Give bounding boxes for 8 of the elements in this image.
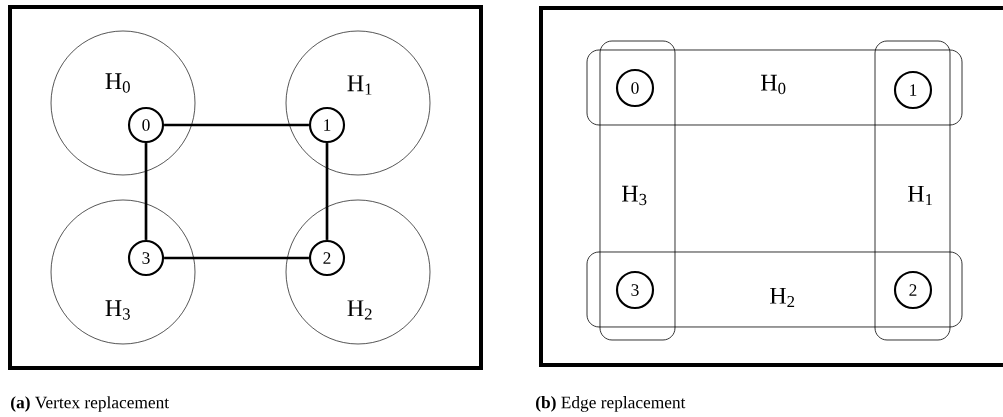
edge-line <box>325 143 329 240</box>
caption: (a) Vertex replacement <box>11 396 169 412</box>
edge-line <box>164 256 309 260</box>
panel-frame <box>8 5 483 370</box>
caption: (b) Edge replacement <box>536 396 686 412</box>
panel-frame <box>539 6 1003 367</box>
edge-line <box>144 143 148 240</box>
edge-line <box>164 123 309 127</box>
